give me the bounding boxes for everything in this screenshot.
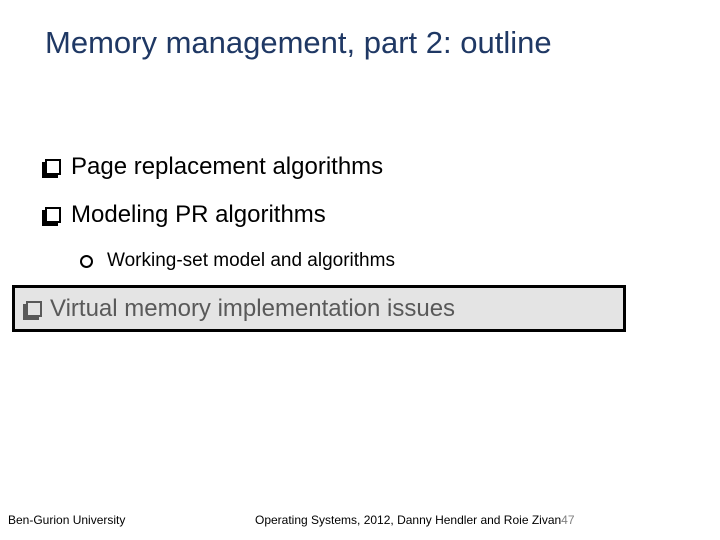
page-number: 47	[561, 513, 575, 527]
checkbox-bullet-icon	[45, 159, 61, 175]
checkbox-bullet-icon	[45, 207, 61, 223]
footer-course-info: Operating Systems, 2012, Danny Hendler a…	[255, 513, 575, 527]
checkbox-bullet-icon-gray	[26, 300, 42, 317]
bullet-item-page-replacement: Page replacement algorithms	[42, 152, 383, 182]
highlighted-bullet-box: Virtual memory implementation issues	[12, 285, 626, 332]
bullet-label: Page replacement algorithms	[71, 153, 384, 180]
circle-bullet-icon	[80, 254, 93, 268]
bullet-item-modeling-pr: Modeling PR algorithms	[42, 200, 326, 230]
footer-institution: Ben-Gurion University	[8, 513, 126, 527]
footer-course-text: Operating Systems, 2012, Danny Hendler a…	[255, 513, 562, 527]
highlighted-bullet-label: Virtual memory implementation issues	[50, 294, 456, 322]
sub-bullet-item-working-set: Working-set model and algorithms	[80, 250, 395, 272]
slide-title: Memory management, part 2: outline	[45, 25, 552, 60]
bullet-label: Modeling PR algorithms	[71, 201, 326, 228]
sub-bullet-label: Working-set model and algorithms	[107, 250, 395, 271]
